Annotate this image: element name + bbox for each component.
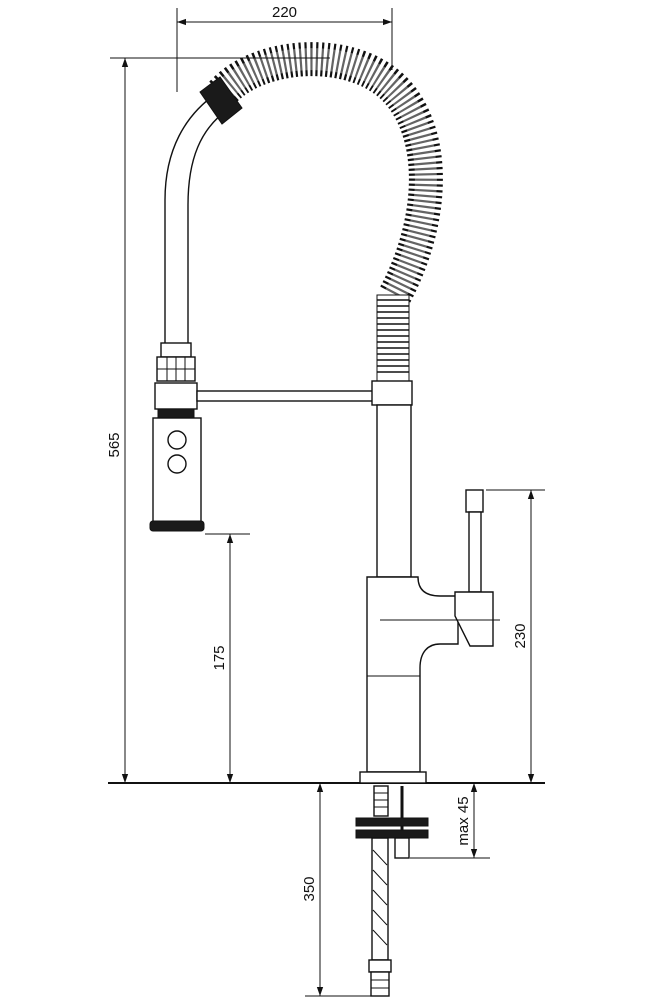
mounting-rod	[355, 785, 429, 997]
spring-coil	[209, 42, 443, 304]
spray-button-bottom	[167, 454, 187, 474]
spray-button-top	[167, 430, 187, 450]
lever-handle	[380, 489, 500, 647]
dimension-deck-thickness: max 45	[410, 783, 490, 859]
dimension-label-230: 230	[512, 623, 529, 648]
dimension-label-565: 565	[106, 432, 123, 457]
hose-sleeve	[199, 76, 243, 125]
dimension-top-width: 220	[176, 4, 393, 92]
hose-connector	[156, 342, 196, 382]
spout-hose	[164, 92, 231, 345]
support-arm	[196, 390, 376, 402]
dimension-label-max-45: max 45	[455, 796, 472, 845]
spring-lower	[376, 294, 410, 382]
dimension-total-height: 565	[106, 57, 330, 783]
dimension-lever-height: 230	[486, 489, 545, 783]
spray-head	[149, 382, 205, 532]
dimension-label-350: 350	[301, 876, 318, 901]
dimension-label-175: 175	[211, 645, 228, 670]
dimension-hose-length: 350	[301, 783, 372, 997]
faucet-column	[359, 380, 459, 784]
dimension-spray-clearance: 175	[205, 533, 250, 783]
dimension-label-220: 220	[272, 4, 297, 21]
